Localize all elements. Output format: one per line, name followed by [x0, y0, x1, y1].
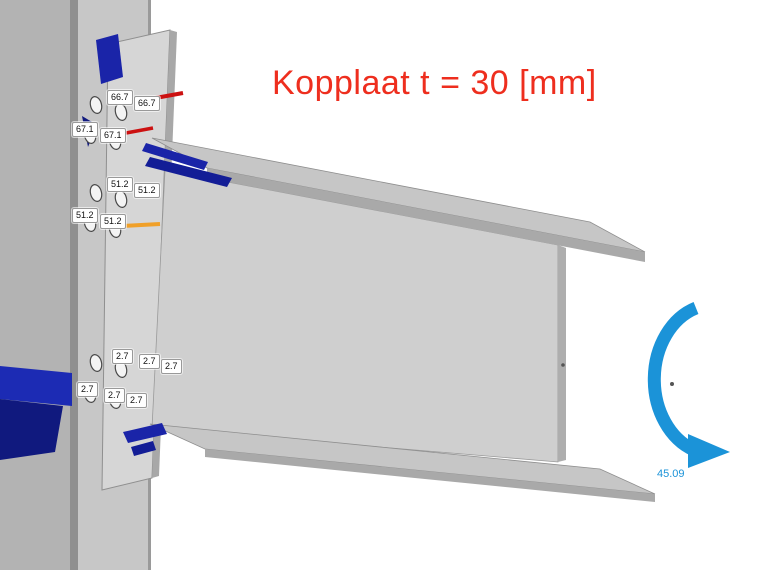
bolt-force-label: 2.7 — [126, 393, 147, 408]
plate-weld-tab-bottom-1[interactable] — [123, 423, 167, 443]
moment-value-label: 45.09 — [657, 468, 685, 480]
bolt-force-arrow-orange — [121, 222, 161, 228]
rotation-center-dot — [670, 382, 674, 386]
bolt-force-label: 67.1 — [100, 128, 126, 143]
weld-line-top-2[interactable] — [145, 157, 232, 187]
bolt-force-arrow-red-2 — [125, 126, 154, 135]
beam-node-dot — [561, 363, 565, 367]
bolt-force-label: 66.7 — [134, 96, 160, 111]
beam-bottom-flange-edge — [205, 449, 655, 502]
bolt-force-label: 2.7 — [139, 354, 160, 369]
column-front-face[interactable] — [0, 0, 70, 570]
plate-weld-tab-bottom-2[interactable] — [131, 441, 156, 456]
moment-arrow-head[interactable] — [688, 434, 730, 468]
bolt-force-label: 67.1 — [72, 122, 98, 137]
beam-top-flange-edge — [207, 168, 645, 262]
bolt[interactable] — [89, 183, 104, 202]
column-corner-edge — [70, 0, 78, 570]
bolt[interactable] — [89, 353, 104, 372]
bolt-force-label: 2.7 — [104, 388, 125, 403]
title-annotation: Kopplaat t = 30 [mm] — [272, 64, 597, 102]
bolt-force-label: 51.2 — [72, 208, 98, 223]
bolt-force-label: 2.7 — [112, 349, 133, 364]
bolt-force-label: 51.2 — [134, 183, 160, 198]
moment-arrow-arc[interactable] — [647, 301, 699, 456]
stiffener-plate-left-lower[interactable] — [0, 399, 63, 460]
bolt-force-label: 2.7 — [77, 382, 98, 397]
bolt-force-label: 2.7 — [161, 359, 182, 374]
bolt-force-label: 51.2 — [107, 177, 133, 192]
plate-weld-tab-top[interactable] — [96, 34, 123, 84]
weld-line-top-1[interactable] — [142, 143, 208, 170]
stiffener-plate-left[interactable] — [0, 366, 72, 406]
bolt-force-label: 66.7 — [107, 90, 133, 105]
bolt-force-label: 51.2 — [100, 214, 126, 229]
beam-web-end-edge — [558, 245, 566, 462]
bolt[interactable] — [89, 95, 104, 114]
